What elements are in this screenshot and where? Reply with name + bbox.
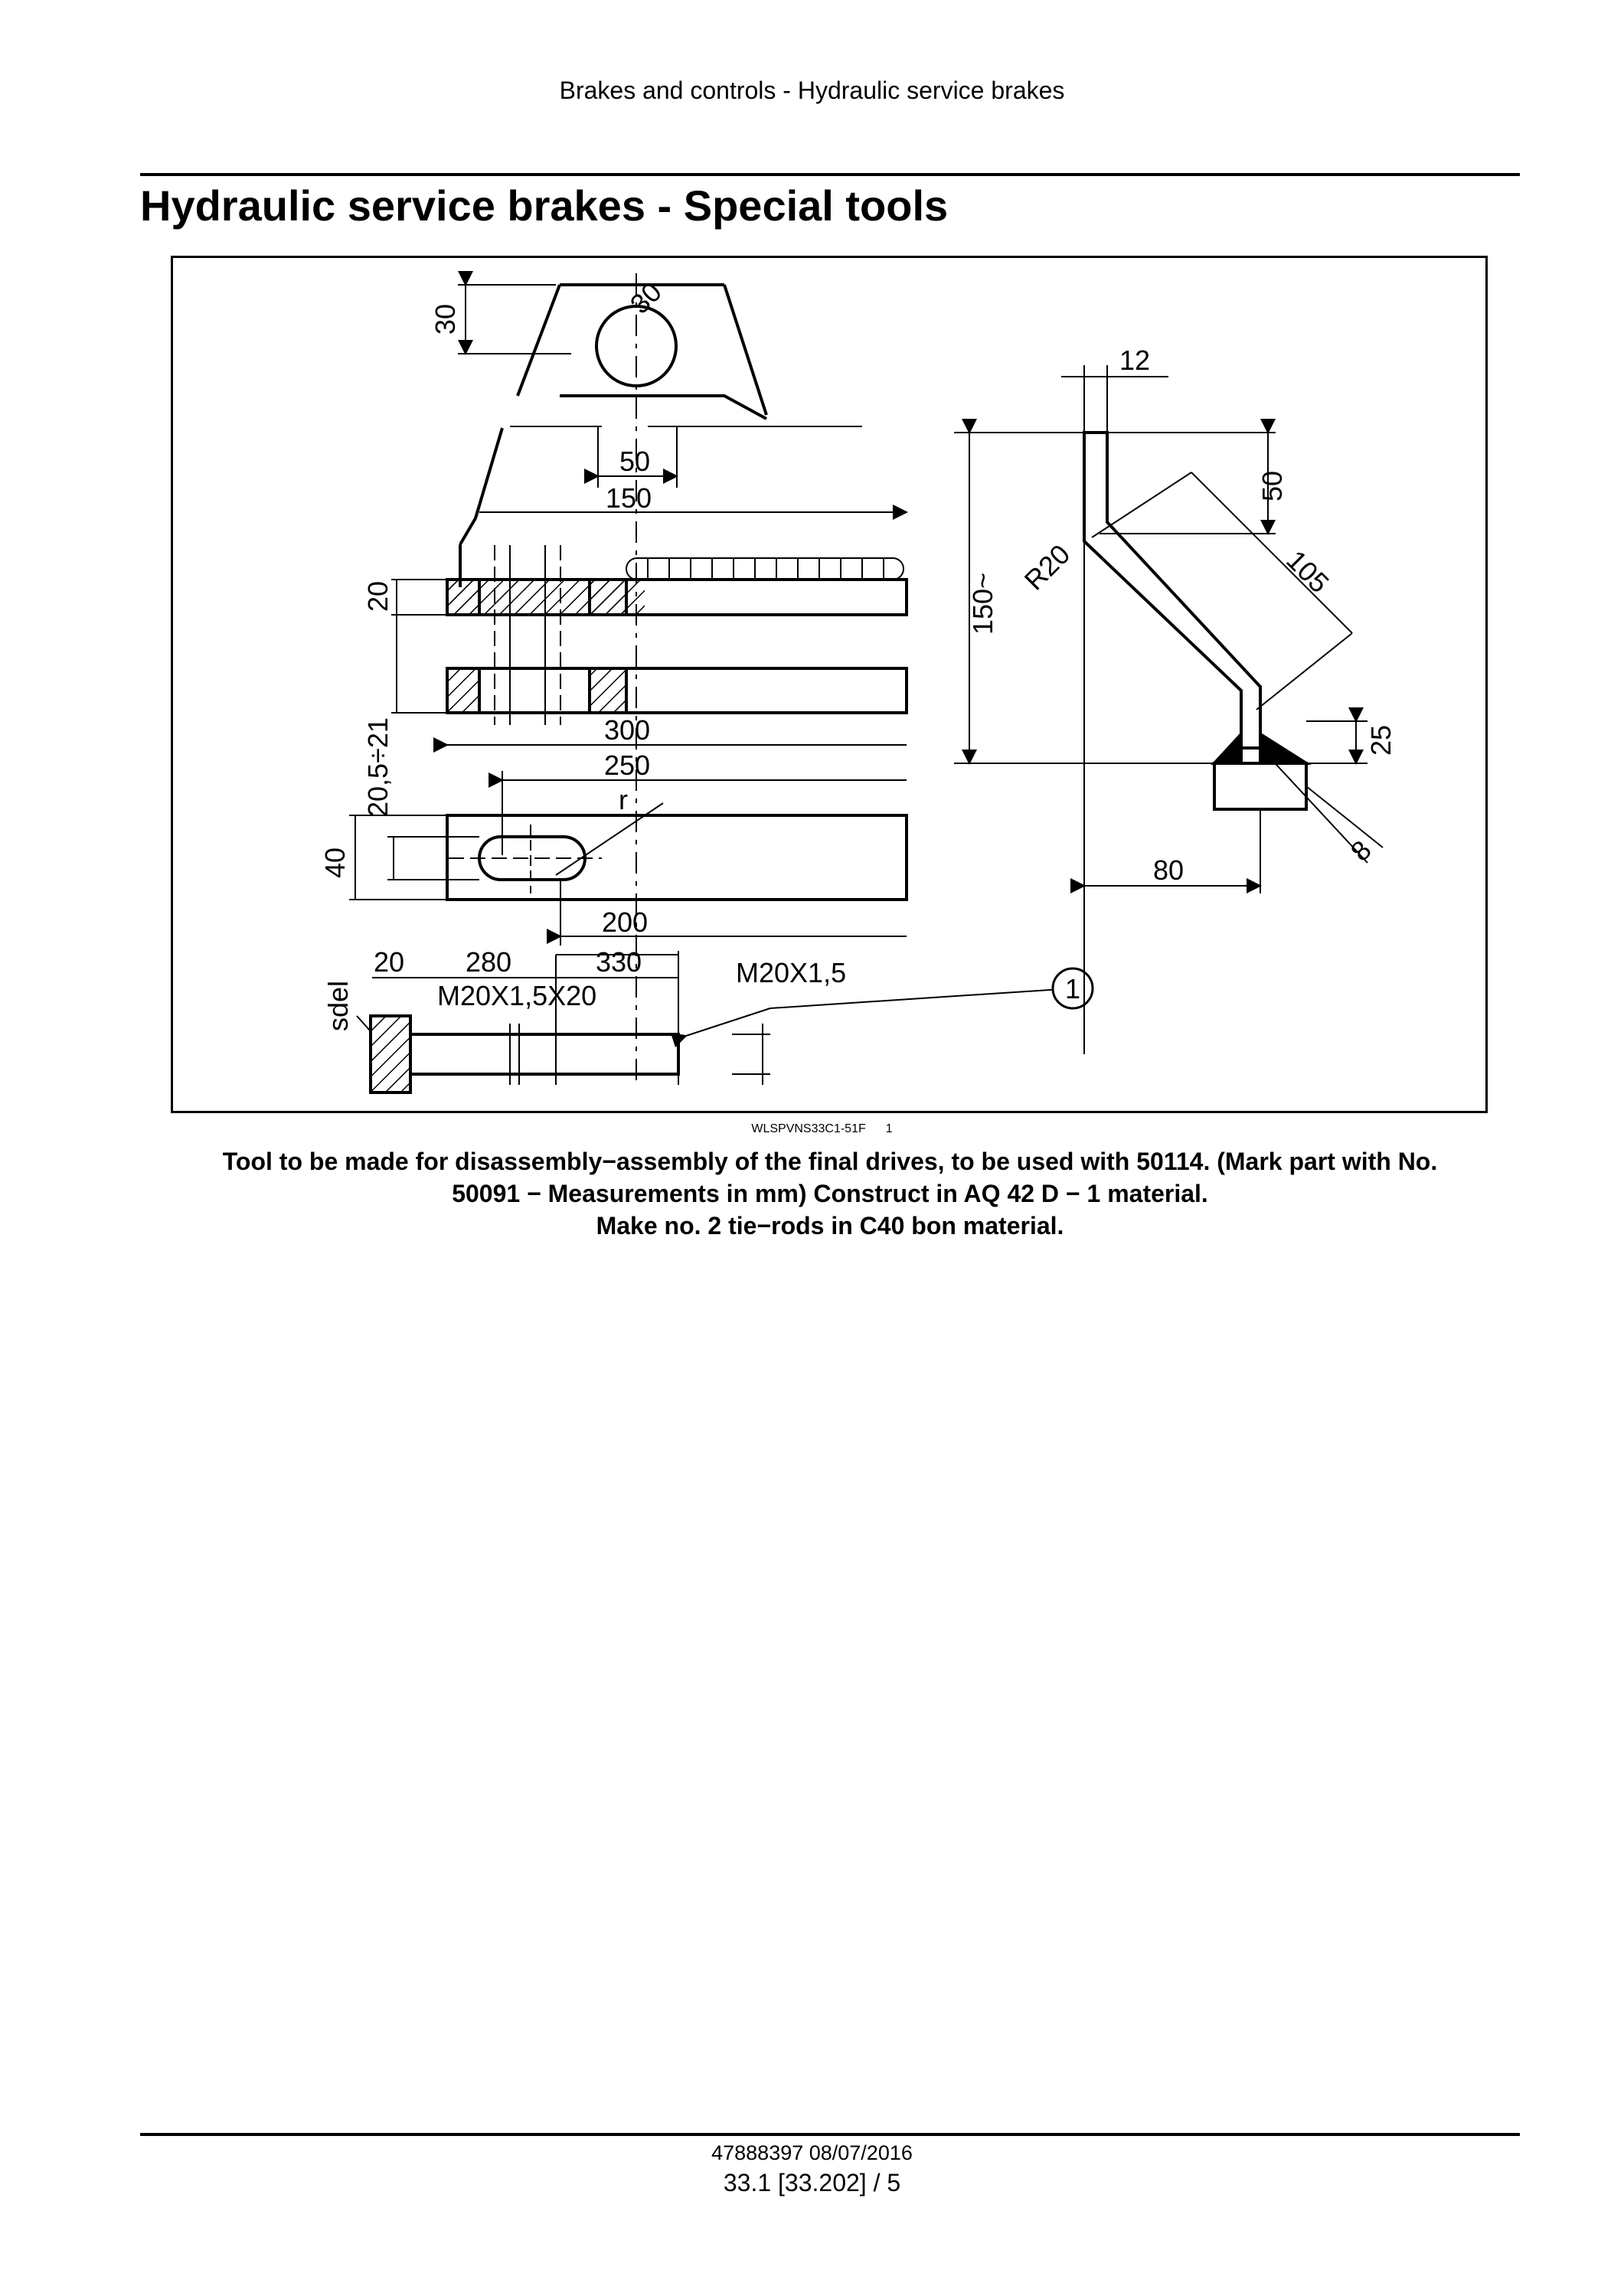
svg-text:50: 50 (1256, 471, 1288, 501)
svg-text:20,5÷21: 20,5÷21 (362, 717, 394, 817)
caption-line-2: 50091 − Measurements in mm) Construct in… (452, 1180, 1208, 1207)
svg-text:1: 1 (1065, 973, 1080, 1004)
svg-text:20: 20 (362, 581, 394, 612)
svg-text:R20: R20 (1018, 538, 1077, 596)
svg-text:M20X1,5X20: M20X1,5X20 (437, 980, 596, 1011)
dimension-labels: 30 30 50 150 20 20,5÷21 300 250 40 r 200… (319, 276, 1397, 1031)
svg-text:300: 300 (604, 714, 650, 746)
svg-text:M20X1,5: M20X1,5 (736, 957, 846, 988)
header-rule (140, 173, 1520, 176)
footer-page-ref: 33.1 [33.202] / 5 (723, 2169, 901, 2196)
svg-text:25: 25 (1365, 725, 1397, 756)
svg-text:20: 20 (374, 946, 404, 978)
tie-rod (356, 988, 1073, 1094)
svg-text:40: 40 (319, 848, 351, 878)
footer-doc-code: 47888397 08/07/2016 (711, 2141, 913, 2164)
running-header: Brakes and controls - Hydraulic service … (559, 77, 1065, 104)
callout-1: 1 (1051, 967, 1094, 1010)
svg-text:105: 105 (1280, 544, 1335, 599)
svg-text:150~: 150~ (967, 573, 998, 635)
svg-text:r: r (619, 784, 628, 815)
svg-text:250: 250 (604, 750, 650, 781)
svg-text:80: 80 (1153, 854, 1184, 886)
weld-pattern (647, 558, 884, 580)
figure-caption: Tool to be made for disassembly−assembly… (140, 1145, 1520, 1242)
dimension-lines (349, 271, 908, 1085)
technical-drawing: 1 (171, 256, 1488, 1113)
svg-text:200: 200 (602, 906, 648, 938)
svg-text:150: 150 (606, 482, 652, 514)
svg-text:280: 280 (466, 946, 511, 978)
footer-rule (140, 2133, 1520, 2136)
figure-reference: WLSPVNS33C1-51F 1 (0, 1122, 1624, 1136)
svg-text:12: 12 (1119, 345, 1150, 376)
figure-number: 1 (885, 1122, 893, 1135)
plate-assembly (446, 283, 908, 901)
figure-code: WLSPVNS33C1-51F (751, 1122, 866, 1135)
hook-dimensions (954, 365, 1384, 1054)
page-title: Hydraulic service brakes - Special tools (140, 181, 949, 230)
svg-text:50: 50 (619, 446, 650, 477)
caption-line-3: Make no. 2 tie−rods in C40 bon material. (596, 1212, 1064, 1239)
svg-text:30: 30 (430, 304, 461, 335)
svg-text:330: 330 (596, 946, 642, 978)
drawing-canvas: 1 (319, 271, 1397, 1094)
svg-text:sdel: sdel (322, 981, 354, 1031)
hook-tool (1083, 431, 1312, 811)
weld-bead (626, 557, 904, 580)
caption-line-1: Tool to be made for disassembly−assembly… (222, 1148, 1438, 1175)
